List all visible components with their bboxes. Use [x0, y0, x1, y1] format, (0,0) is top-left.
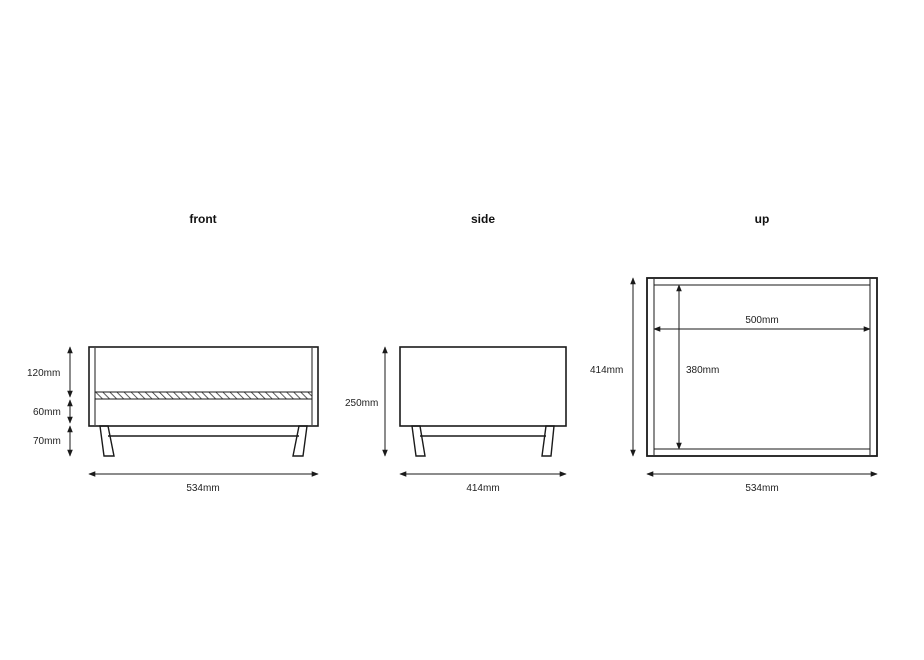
side-height-label: 250mm	[345, 398, 378, 409]
up-cabinet	[646, 277, 878, 457]
up-view: up 414mm 380mm 500mm 534mm	[590, 212, 878, 494]
side-width-label: 414mm	[466, 483, 499, 494]
front-leg-height-label: 70mm	[33, 436, 61, 447]
front-width-label: 534mm	[186, 483, 219, 494]
side-dimensions: 250mm 414mm	[345, 346, 567, 494]
up-outer-outline	[646, 277, 878, 457]
up-inner-depth-label: 380mm	[686, 365, 719, 376]
up-outer-depth-label: 414mm	[590, 365, 623, 376]
front-right-leg	[292, 425, 308, 457]
side-view-title: side	[471, 212, 495, 226]
front-middle-height-label: 60mm	[33, 407, 61, 418]
front-body-outline	[88, 346, 319, 427]
front-view: front 120mm 60mm 70mm 534mm	[27, 212, 319, 494]
up-dimensions: 414mm 380mm 500mm 534mm	[590, 277, 878, 494]
front-left-leg	[99, 425, 115, 457]
front-shelf-hatched	[94, 391, 313, 400]
up-inner-width-label: 500mm	[745, 315, 778, 326]
side-right-leg	[541, 425, 555, 457]
front-cabinet	[88, 346, 319, 457]
up-view-title: up	[755, 212, 770, 226]
front-dimensions: 120mm 60mm 70mm 534mm	[27, 346, 319, 494]
up-outer-width-label: 534mm	[745, 483, 778, 494]
side-cabinet	[399, 346, 567, 457]
side-left-leg	[411, 425, 426, 457]
side-view: side 250mm 414mm	[345, 212, 567, 494]
front-upper-height-label: 120mm	[27, 368, 60, 379]
front-view-title: front	[189, 212, 216, 226]
side-body-outline	[399, 346, 567, 427]
